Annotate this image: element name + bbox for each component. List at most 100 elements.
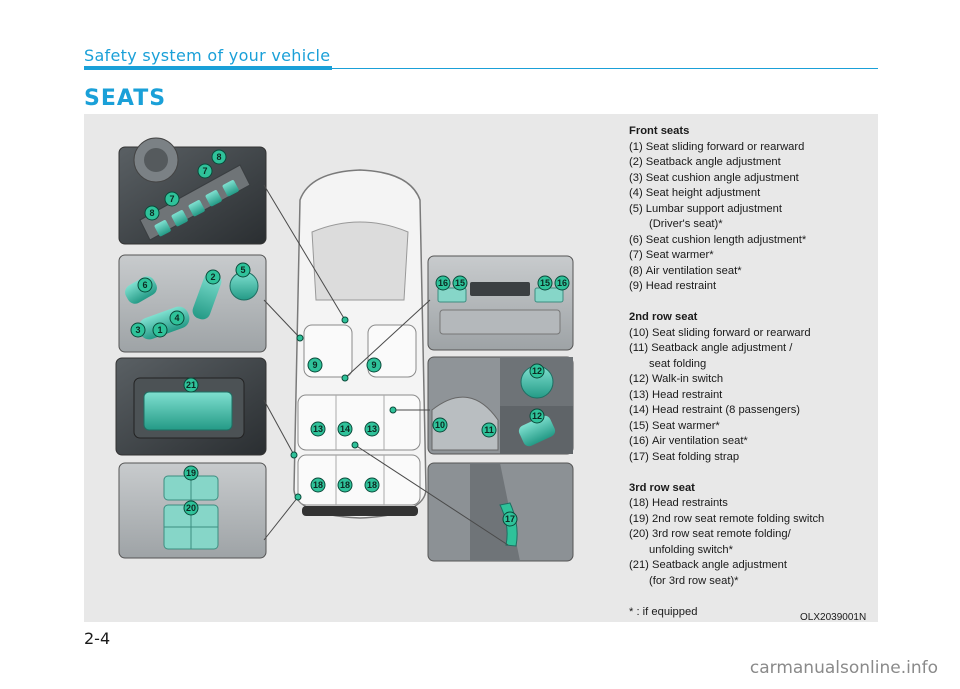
section-header: Safety system of your vehicle <box>84 46 331 65</box>
list-item: (9) Head restraint <box>629 280 717 292</box>
watermark: carmanualsonline.info <box>749 658 938 678</box>
second-row-heading: 2nd row seat <box>629 311 698 323</box>
svg-text:18: 18 <box>313 480 323 490</box>
list-item: (7) Seat warmer* <box>629 249 714 261</box>
front-seats-list: (1) Seat sliding forward or rearward (2)… <box>629 140 874 295</box>
footnote: * : if equipped <box>629 605 698 618</box>
callout-7a: 7 <box>197 163 213 179</box>
svg-text:14: 14 <box>340 424 350 434</box>
svg-text:2: 2 <box>210 272 215 282</box>
page-title: SEATS <box>84 86 167 111</box>
list-item: (19) 2nd row seat remote folding switch <box>629 512 825 525</box>
inset-second-row-seat <box>427 356 574 455</box>
callout-8a: 8 <box>211 149 227 165</box>
page-number: 2-4 <box>84 629 111 648</box>
second-row-list: (10) Seat sliding forward or rearward (1… <box>629 326 874 466</box>
header-rule <box>332 68 878 69</box>
list-item: (5) Lumbar support adjustment <box>629 202 782 215</box>
svg-text:8: 8 <box>149 208 154 218</box>
list-item: (8) Air ventilation seat* <box>629 264 742 277</box>
svg-text:11: 11 <box>484 425 494 435</box>
list-item: (21) Seatback angle adjustment <box>629 559 787 571</box>
callout-21: 21 <box>183 377 199 393</box>
callout-4: 4 <box>169 310 185 326</box>
list-item: (17) Seat folding strap <box>629 450 740 463</box>
svg-text:7: 7 <box>202 166 207 176</box>
list-item: (18) Head restraints <box>629 497 728 509</box>
callout-12a: 12 <box>529 363 545 379</box>
callout-3: 3 <box>130 322 146 338</box>
svg-text:21: 21 <box>186 380 196 390</box>
svg-text:4: 4 <box>174 313 179 323</box>
callout-9a: 9 <box>307 357 323 373</box>
list-item: (11) Seatback angle adjustment / <box>629 342 793 354</box>
callout-18b: 18 <box>337 477 353 493</box>
callout-12b: 12 <box>529 408 545 424</box>
callout-17: 17 <box>502 511 518 527</box>
list-item: (1) Seat sliding forward or rearward <box>629 140 805 153</box>
callout-9b: 9 <box>366 357 382 373</box>
front-seats-heading: Front seats <box>629 125 690 137</box>
svg-text:9: 9 <box>312 360 317 370</box>
list-item-continuation: unfolding switch* <box>649 543 733 556</box>
callout-6: 6 <box>137 277 153 293</box>
callout-16b: 16 <box>554 275 570 291</box>
list-item: (13) Head restraint <box>629 388 723 401</box>
list-item: (3) Seat cushion angle adjustment <box>629 171 799 184</box>
inset-ventilation-switches <box>118 137 267 245</box>
callout-19: 19 <box>183 465 199 481</box>
svg-text:10: 10 <box>435 420 445 430</box>
figure-code: OLX2039001N <box>800 612 867 623</box>
inset-folding-strap <box>427 462 574 562</box>
svg-text:18: 18 <box>367 480 377 490</box>
svg-text:12: 12 <box>532 411 542 421</box>
vehicle-top-view <box>293 169 427 519</box>
seat-legend: Front seats (1) Seat sliding forward or … <box>629 124 874 620</box>
list-item: (4) Seat height adjustment <box>629 187 761 199</box>
svg-text:16: 16 <box>557 278 567 288</box>
svg-text:12: 12 <box>532 366 542 376</box>
header-rule-accent <box>84 66 332 70</box>
callout-18a: 18 <box>310 477 326 493</box>
callout-14: 14 <box>337 421 353 437</box>
third-row-heading: 3rd row seat <box>629 481 695 494</box>
leader-lines <box>263 184 509 546</box>
list-item: (14) Head restraint (8 passengers) <box>629 404 801 416</box>
list-item: (20) 3rd row seat remote folding/ <box>629 528 791 540</box>
callout-16a: 16 <box>435 275 451 291</box>
list-item: (12) Walk-in switch <box>629 373 724 385</box>
svg-text:20: 20 <box>186 503 196 513</box>
svg-text:7: 7 <box>169 194 174 204</box>
anchor-dots <box>290 316 397 501</box>
third-row-list: (18) Head restraints (19) 2nd row seat r… <box>629 496 874 589</box>
svg-text:15: 15 <box>455 278 465 288</box>
svg-text:6: 6 <box>142 280 147 290</box>
svg-text:13: 13 <box>313 424 323 434</box>
svg-text:18: 18 <box>340 480 350 490</box>
list-item-continuation: (Driver's seat)* <box>649 218 723 230</box>
list-item: (16) Air ventilation seat* <box>629 435 748 447</box>
list-item: (10) Seat sliding forward or rearward <box>629 326 811 339</box>
callout-8b: 8 <box>144 205 160 221</box>
callout-20: 20 <box>183 500 199 516</box>
list-item: (15) Seat warmer* <box>629 419 720 432</box>
svg-text:15: 15 <box>540 278 550 288</box>
callout-11: 11 <box>481 422 497 438</box>
list-item-continuation: seat folding <box>649 357 707 370</box>
callout-13b: 13 <box>364 421 380 437</box>
svg-text:3: 3 <box>135 325 140 335</box>
svg-text:8: 8 <box>216 152 221 162</box>
callout-15b: 15 <box>537 275 553 291</box>
callout-1: 1 <box>152 322 168 338</box>
svg-text:1: 1 <box>157 325 162 335</box>
callout-10: 10 <box>432 417 448 433</box>
list-item-continuation: (for 3rd row seat)* <box>649 574 739 587</box>
callout-5: 5 <box>235 262 251 278</box>
svg-text:19: 19 <box>186 468 196 478</box>
svg-text:5: 5 <box>240 265 245 275</box>
callout-15a: 15 <box>452 275 468 291</box>
callout-13a: 13 <box>310 421 326 437</box>
callout-7b: 7 <box>164 191 180 207</box>
callout-18c: 18 <box>364 477 380 493</box>
